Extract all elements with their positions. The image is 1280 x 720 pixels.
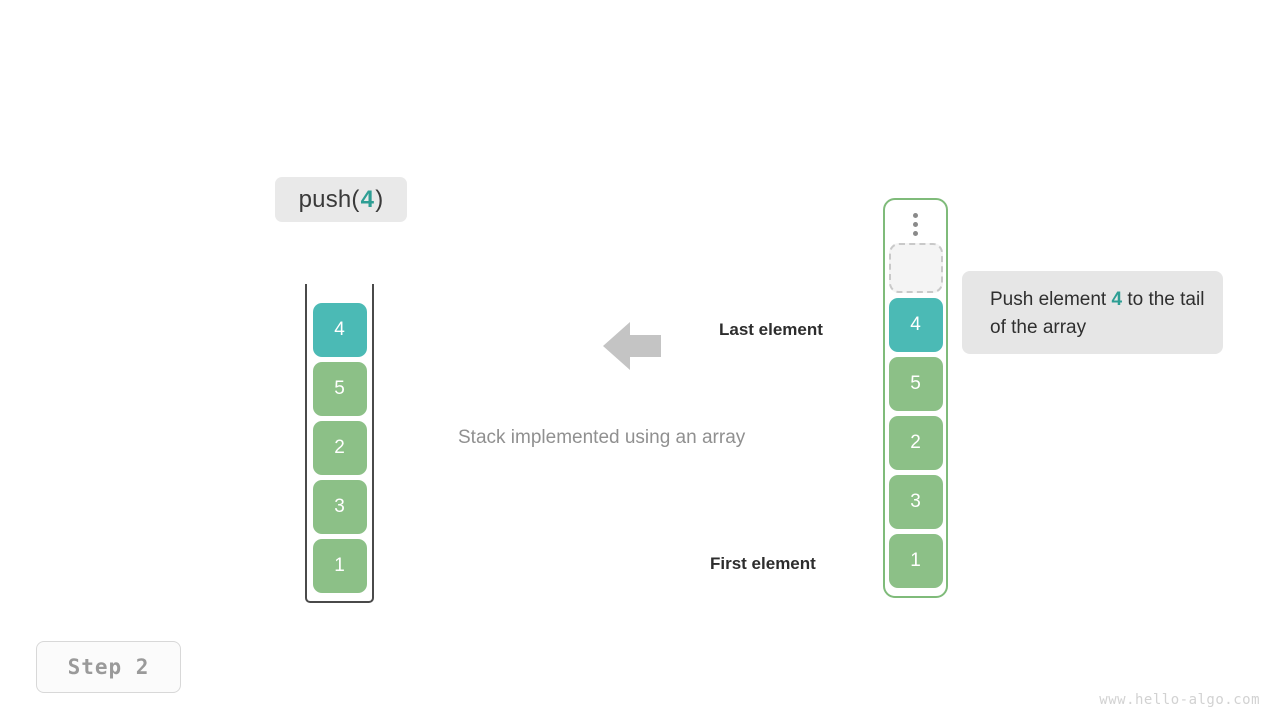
stack-cell: 5 bbox=[312, 362, 367, 416]
stack-cell-value: 2 bbox=[334, 437, 345, 458]
call-argument: 4 bbox=[360, 185, 375, 213]
call-function-name: push( bbox=[298, 185, 360, 213]
stack-cell-value: 1 bbox=[910, 550, 921, 571]
step-label: Step 2 bbox=[67, 655, 150, 679]
note-suffix: to the tail of the array bbox=[990, 289, 1205, 338]
stack-cell-value: 5 bbox=[910, 373, 921, 394]
left-array-stack: 4 5 2 3 1 bbox=[305, 284, 374, 603]
empty-slot bbox=[888, 243, 943, 293]
right-array-stack: 4 5 2 3 1 bbox=[883, 198, 948, 598]
first-element-label: First element bbox=[710, 554, 816, 573]
stack-cell: 3 bbox=[888, 475, 943, 529]
diagram-caption: Stack implemented using an array bbox=[458, 427, 746, 448]
step-badge: Step 2 bbox=[36, 641, 181, 693]
call-paren-close: ) bbox=[375, 185, 384, 213]
stack-cell: 2 bbox=[888, 416, 943, 470]
stack-cell: 4 bbox=[888, 298, 943, 352]
stack-cell: 2 bbox=[312, 421, 367, 475]
stack-cell-value: 2 bbox=[910, 432, 921, 453]
vertical-dots-icon bbox=[885, 213, 946, 236]
stack-cell-value: 3 bbox=[334, 496, 345, 517]
arrow-left-icon bbox=[603, 320, 661, 372]
watermark: www.hello-algo.com bbox=[1099, 692, 1260, 708]
stack-cell: 4 bbox=[312, 303, 367, 357]
push-call-label: push(4) bbox=[275, 177, 407, 222]
operation-note: Push element 4 to the tail of the array bbox=[962, 271, 1223, 354]
stack-cell-value: 5 bbox=[334, 378, 345, 399]
stack-cell-value: 4 bbox=[334, 319, 345, 340]
note-highlight: 4 bbox=[1111, 289, 1123, 310]
stack-cell: 5 bbox=[888, 357, 943, 411]
last-element-label: Last element bbox=[719, 320, 823, 339]
stack-cell: 3 bbox=[312, 480, 367, 534]
stack-cell: 1 bbox=[312, 539, 367, 593]
stack-cell-value: 4 bbox=[910, 314, 921, 335]
stack-cell-value: 1 bbox=[334, 555, 345, 576]
note-prefix: Push element bbox=[990, 289, 1112, 310]
stack-cell: 1 bbox=[888, 534, 943, 588]
stack-cell-value: 3 bbox=[910, 491, 921, 512]
